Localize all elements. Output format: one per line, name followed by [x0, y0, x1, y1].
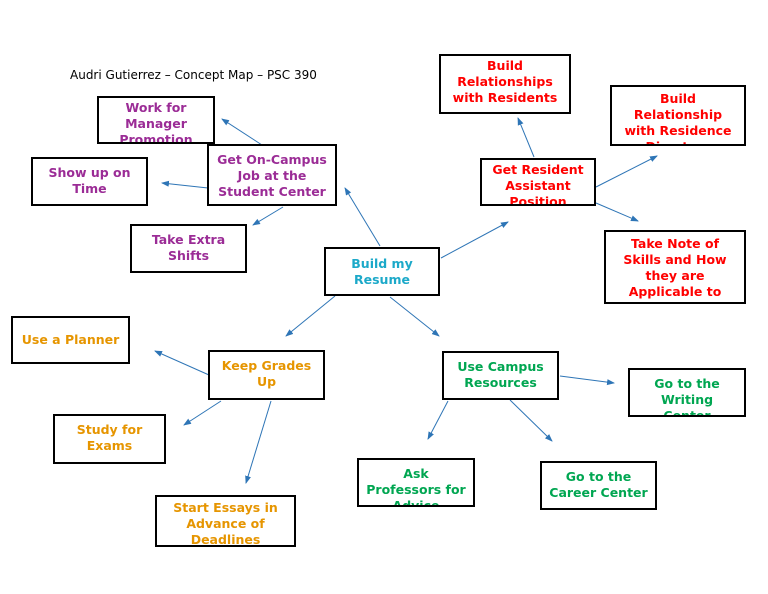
arrow-resident-assistant-to-relationships: [517, 117, 535, 158]
node-show-up-on-time: Show up on Time: [31, 157, 148, 206]
arrow-on-campus-job-to-extra-shifts: [252, 206, 284, 226]
node-use-planner: Use a Planner: [11, 316, 130, 364]
node-ask-professors-label: Ask Professors for Advice: [366, 466, 466, 507]
node-build-resume: Build my Resume: [324, 247, 440, 296]
node-relationships-residents-label: Build Relationships with Residents: [452, 58, 558, 105]
node-study-exams: Study for Exams: [53, 414, 166, 464]
node-keep-grades-up: Keep Grades Up: [208, 350, 325, 400]
node-on-campus-job-label: Get On-Campus Job at the Student Center: [217, 152, 327, 199]
arrow-center-to-campus-resources: [389, 296, 440, 337]
arrow-center-to-on-campus-job: [344, 187, 381, 247]
node-study-exams-label: Study for Exams: [76, 422, 143, 453]
node-writing-center-label: Go to the Writing Center: [654, 376, 720, 417]
connector-arrows: [154, 117, 658, 484]
node-note-skills: Take Note of Skills and How they are App…: [604, 230, 746, 304]
node-show-up-on-time-label: Show up on Time: [48, 165, 131, 196]
node-use-planner-label: Use a Planner: [21, 332, 120, 347]
node-relationship-directors: Build Relationship with Residence Direct…: [610, 85, 746, 146]
node-manager-promotion-label: Work for Manager Promotion: [119, 100, 193, 144]
node-keep-grades-up-label: Keep Grades Up: [221, 358, 312, 389]
node-ask-professors: Ask Professors for Advice: [357, 458, 475, 507]
node-on-campus-job: Get On-Campus Job at the Student Center: [207, 144, 337, 206]
node-start-essays-label: Start Essays in Advance of Deadlines: [173, 500, 278, 547]
arrow-keep-grades-to-start-essays: [245, 400, 272, 484]
arrow-resident-assistant-to-note-skills: [595, 202, 639, 222]
arrow-campus-resources-to-career-center: [509, 399, 553, 442]
node-note-skills-label: Take Note of Skills and How they are App…: [623, 236, 727, 302]
node-resident-assistant: Get Resident Assistant Position: [480, 158, 596, 206]
arrow-on-campus-job-to-manager-promotion: [221, 118, 263, 146]
node-writing-center: Go to the Writing Center: [628, 368, 746, 417]
node-extra-shifts: Take Extra Shifts: [130, 224, 247, 273]
node-campus-resources: Use Campus Resources: [442, 351, 559, 400]
node-career-center-label: Go to the Career Center: [549, 469, 648, 500]
node-manager-promotion: Work for Manager Promotion: [97, 96, 215, 144]
page-title: Audri Gutierrez – Concept Map – PSC 390: [70, 68, 317, 82]
arrow-resident-assistant-to-relationship-directors: [595, 155, 658, 188]
node-career-center: Go to the Career Center: [540, 461, 657, 510]
node-relationships-residents: Build Relationships with Residents: [439, 54, 571, 114]
node-build-resume-label: Build my Resume: [351, 255, 413, 287]
node-extra-shifts-label: Take Extra Shifts: [151, 232, 226, 263]
arrow-on-campus-job-to-show-up: [161, 180, 209, 189]
arrow-campus-resources-to-writing-center: [559, 375, 615, 386]
arrow-center-to-keep-grades: [285, 295, 336, 337]
arrow-campus-resources-to-ask-professors: [427, 400, 449, 440]
node-resident-assistant-label: Get Resident Assistant Position: [492, 162, 584, 206]
arrow-keep-grades-to-study-exams: [183, 400, 222, 426]
node-relationship-directors-label: Build Relationship with Residence Direct…: [624, 91, 732, 144]
arrow-center-to-resident-assistant: [440, 221, 509, 259]
arrow-keep-grades-to-use-planner: [154, 350, 210, 376]
node-start-essays: Start Essays in Advance of Deadlines: [155, 495, 296, 547]
node-campus-resources-label: Use Campus Resources: [457, 359, 544, 390]
